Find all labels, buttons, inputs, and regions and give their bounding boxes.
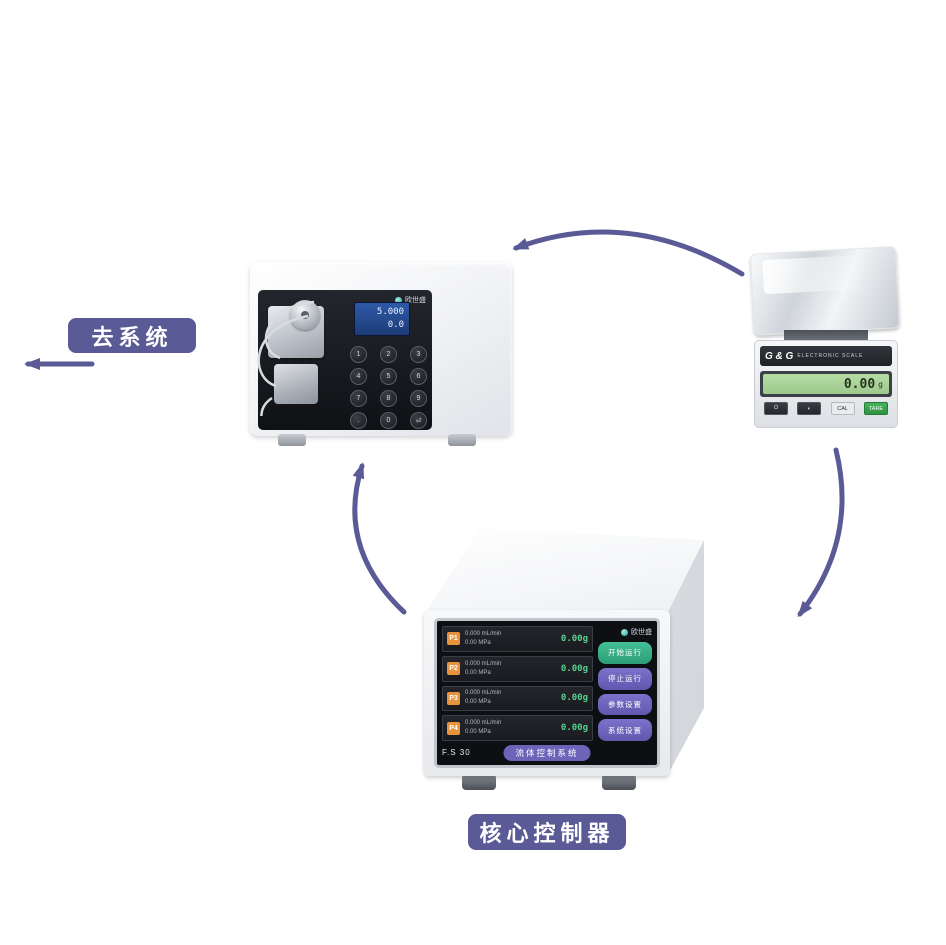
pump-key: 7 <box>350 390 367 407</box>
pump-brand-text: 欧世盛 <box>405 297 426 304</box>
channel-id-badge: P2 <box>447 662 460 676</box>
pump-key: . <box>350 412 367 429</box>
channel-id-badge: P1 <box>447 632 460 646</box>
pump-lcd-line1: 5.000 <box>376 307 404 317</box>
scale-button-row: ⏻ ◐ CAL TARE <box>760 402 892 415</box>
channel-id-badge: P3 <box>447 691 460 705</box>
controller-screen: P1 0.000 mL/min 0.00 MPa 0.00g P2 0.000 … <box>434 618 660 768</box>
pump-key: 0 <box>380 412 397 429</box>
scale-lcd-display: 0.00 g <box>763 374 889 394</box>
scale-body: G & G ELECTRONIC SCALE 0.00 g ⏻ ◐ CAL TA… <box>754 340 898 428</box>
scale-brand-bar: G & G ELECTRONIC SCALE <box>760 346 892 366</box>
channel-flow-value: 0.000 mL/min <box>465 660 502 667</box>
arrow-controller-to-pump <box>352 462 407 615</box>
start-run-button: 开始运行 <box>598 642 652 664</box>
channel-pressure-value: 0.00 MPa <box>465 729 491 736</box>
core-controller-device: P1 0.000 mL/min 0.00 MPa 0.00g P2 0.000 … <box>416 522 708 794</box>
pump-key: 1 <box>350 346 367 363</box>
controller-model-text: F.S 30 <box>442 748 471 757</box>
scale-display-value: 0.00 <box>843 376 876 392</box>
pump-head-cap <box>290 300 320 330</box>
channel-weight-value: 0.00g <box>560 693 588 704</box>
channel-flow-value: 0.000 mL/min <box>465 630 502 637</box>
controller-brand-text: 欧世盛 <box>631 629 652 636</box>
system-settings-button: 系统设置 <box>598 719 652 741</box>
scale-tare-button: TARE <box>863 402 888 415</box>
scale-cal-button: CAL <box>830 402 855 415</box>
controller-bottom-bar: F.S 30 流体控制系统 <box>442 744 652 761</box>
scale-brand-text: G & G <box>765 350 794 362</box>
channel-weight-value: 0.00g <box>560 663 588 674</box>
controller-foot <box>602 774 636 790</box>
channel-weight-value: 0.00g <box>560 723 588 734</box>
pump-lcd-line2: 0.0 <box>387 319 404 330</box>
pressure-sensor <box>274 364 318 404</box>
pump-key: 3 <box>410 346 427 363</box>
stop-run-button: 停止运行 <box>598 667 652 690</box>
channel-pressure-value: 0.00 MPa <box>465 639 491 646</box>
brand-logo-icon <box>395 296 402 304</box>
parameter-settings-button: 参数设置 <box>598 693 652 716</box>
arrow-scale-to-pump <box>512 229 745 277</box>
brand-logo-icon <box>621 628 628 636</box>
pump-tubing <box>257 300 315 416</box>
pump-key: 8 <box>380 390 397 407</box>
scale-units-button: ◐ <box>797 402 822 415</box>
scale-display-unit: g <box>878 379 883 389</box>
scale-subtitle-text: ELECTRONIC SCALE <box>797 353 864 359</box>
channel-pressure-value: 0.00 MPa <box>465 669 491 676</box>
channel-id-badge: P4 <box>447 721 460 735</box>
pump-key: 9 <box>410 390 427 407</box>
pump-brand-logo: 欧世盛 <box>395 295 426 305</box>
pump-device: 欧世盛 5.000 0.0 1 2 3 4 5 6 7 8 9 . 0 ⏎ <box>250 256 512 446</box>
controller-front-panel: P1 0.000 mL/min 0.00 MPa 0.00g P2 0.000 … <box>424 610 670 776</box>
pump-lcd-display: 5.000 0.0 <box>354 302 410 336</box>
arrow-scale-to-controller <box>797 447 845 618</box>
scale-stand <box>784 330 868 342</box>
pump-front-panel: 欧世盛 5.000 0.0 1 2 3 4 5 6 7 8 9 . 0 ⏎ <box>258 290 432 430</box>
channel-row: P2 0.000 mL/min 0.00 MPa 0.00g <box>442 655 593 682</box>
weighing-plate <box>749 246 901 336</box>
pump-key: ⏎ <box>410 412 427 429</box>
channel-row: P1 0.000 mL/min 0.00 MPa 0.00g <box>442 626 593 652</box>
to-system-label: 去系统 <box>68 318 196 353</box>
controller-foot <box>462 774 496 790</box>
channel-pressure-value: 0.00 MPa <box>465 699 491 706</box>
scale-power-button: ⏻ <box>764 402 788 415</box>
channel-list: P1 0.000 mL/min 0.00 MPa 0.00g P2 0.000 … <box>442 626 593 741</box>
core-controller-label: 核心控制器 <box>468 814 626 850</box>
channel-row: P3 0.000 mL/min 0.00 MPa 0.00g <box>442 685 593 712</box>
channel-weight-value: 0.00g <box>560 633 588 644</box>
pump-key: 4 <box>350 368 367 385</box>
pump-key: 6 <box>410 368 427 385</box>
pump-head <box>268 300 324 358</box>
channel-flow-value: 0.000 mL/min <box>465 690 502 697</box>
pump-key: 2 <box>380 346 397 363</box>
electronic-scale: G & G ELECTRONIC SCALE 0.00 g ⏻ ◐ CAL TA… <box>749 244 902 436</box>
controller-top-face <box>426 528 704 612</box>
controller-brand-logo: 欧世盛 <box>598 626 652 638</box>
pump-foot <box>278 434 306 446</box>
controller-system-banner: 流体控制系统 <box>503 744 591 761</box>
pump-key: 5 <box>380 368 397 385</box>
channel-flow-value: 0.000 mL/min <box>465 720 502 727</box>
scale-display-bezel: 0.00 g <box>760 371 892 397</box>
pump-foot <box>448 434 476 446</box>
pump-keypad: 1 2 3 4 5 6 7 8 9 . 0 ⏎ <box>350 346 430 429</box>
channel-row: P4 0.000 mL/min 0.00 MPa 0.00g <box>442 715 593 741</box>
